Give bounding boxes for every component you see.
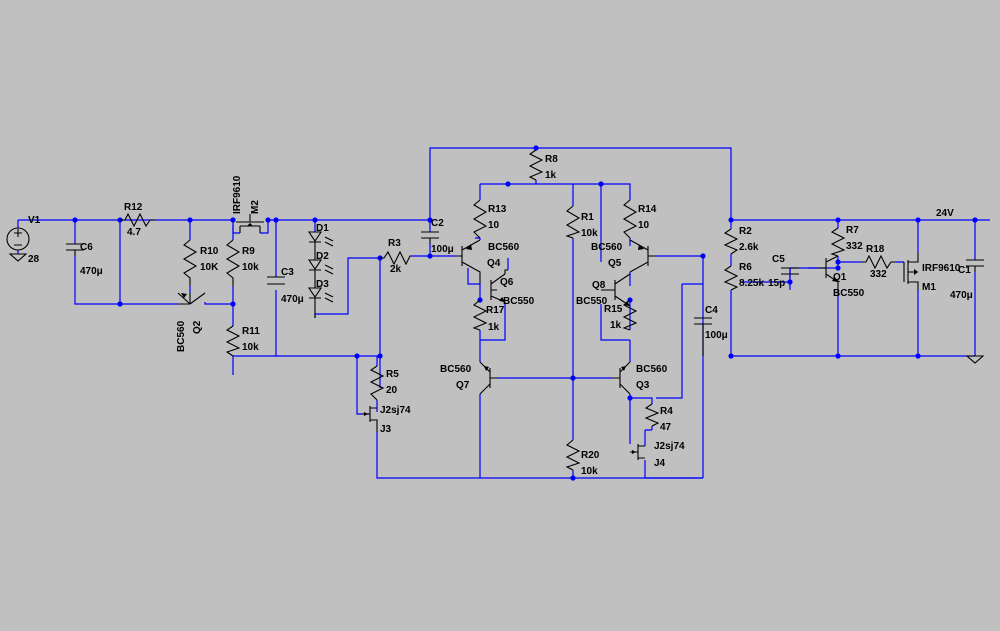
- label-c3-value: 470μ: [281, 294, 304, 305]
- label-r4-name: R4: [660, 406, 673, 417]
- label-r17-value: 1k: [488, 322, 500, 333]
- label-r20-value: 10k: [581, 466, 598, 477]
- label-r12-name: R12: [124, 202, 143, 213]
- label-c4-name: C4: [705, 305, 718, 316]
- label-r9-name: R9: [242, 246, 255, 257]
- label-r15-name: R15: [604, 304, 623, 315]
- label-q7-type: BC560: [440, 364, 472, 375]
- label-r11-name: R11: [242, 326, 260, 337]
- label-q1-type: BC550: [833, 288, 865, 299]
- label-c1-value: 470μ: [950, 290, 973, 301]
- label-q4-type: BC560: [488, 242, 520, 253]
- label-q5-type: BC560: [591, 242, 623, 253]
- label-r7-value: 332: [846, 241, 863, 252]
- wire-network: [17, 147, 990, 479]
- label-r14-name: R14: [638, 204, 657, 215]
- label-m2-name: M2: [250, 200, 261, 214]
- label-q1-name: Q1: [833, 272, 847, 283]
- ground-and-labels: 24V: [936, 208, 985, 364]
- label-r11-value: 10k: [242, 342, 259, 353]
- label-r5-value: 20: [386, 385, 398, 396]
- label-m1-type: IRF9610: [922, 263, 961, 274]
- label-d3: D3: [316, 279, 329, 290]
- label-r6-name: R6: [739, 262, 752, 273]
- net-label-24v: 24V: [936, 208, 954, 219]
- transistors: BC560 Q2 BC560 Q4 Q6 BC550 BC560 Q7 BC56…: [176, 239, 865, 395]
- label-r10-name: R10: [200, 246, 219, 257]
- capacitors: C6 470μ C3 470μ C2 100μ C4 100μ C5 15p C…: [66, 218, 984, 356]
- label-r15-value: 1k: [610, 320, 622, 331]
- label-m2-type: IRF9610: [232, 175, 243, 214]
- label-j3-type: J2sj74: [380, 405, 411, 416]
- label-q6-type: BC550: [503, 296, 535, 307]
- label-r3-value: 2k: [390, 264, 402, 275]
- label-j3-name: J3: [380, 424, 392, 435]
- mosfets: IRF9610 M2 IRF9610 M1: [232, 175, 961, 293]
- source-v1: V1 28: [6, 215, 41, 265]
- label-q3-name: Q3: [636, 380, 650, 391]
- label-r3-name: R3: [388, 238, 401, 249]
- label-q8-type: BC550: [576, 296, 608, 307]
- label-v1-name: V1: [28, 215, 41, 226]
- label-r8-value: 1k: [545, 170, 557, 181]
- label-q3-type: BC560: [636, 364, 668, 375]
- label-r14-value: 10: [638, 220, 650, 231]
- label-m1-name: M1: [922, 282, 936, 293]
- label-c1-name: C1: [958, 265, 971, 276]
- label-r2-name: R2: [739, 226, 752, 237]
- label-r6-value: 8.25k: [739, 278, 764, 289]
- label-r18-name: R18: [866, 244, 885, 255]
- label-q5-name: Q5: [608, 258, 622, 269]
- label-r4-value: 47: [660, 422, 672, 433]
- label-r13-value: 10: [488, 220, 500, 231]
- label-r8-name: R8: [545, 154, 558, 165]
- label-r18-value: 332: [870, 269, 887, 280]
- jfets: J2sj74 J3 J2sj74 J4: [362, 405, 685, 469]
- label-r13-name: R13: [488, 204, 507, 215]
- label-r10-value: 10K: [200, 262, 219, 273]
- resistors: R12 4.7 R10 10K R9 10k R11 10k R3 2k R5 …: [120, 149, 896, 477]
- label-q2-type: BC560: [176, 320, 187, 352]
- label-q7-name: Q7: [456, 380, 470, 391]
- label-c2-name: C2: [431, 218, 444, 229]
- label-r20-name: R20: [581, 450, 600, 461]
- label-q8-name: Q8: [592, 280, 606, 291]
- label-c3-name: C3: [281, 267, 294, 278]
- label-r1-value: 10k: [581, 228, 598, 239]
- label-v1-value: 28: [28, 254, 40, 265]
- label-q2-name: Q2: [192, 320, 203, 334]
- label-j4-name: J4: [654, 458, 666, 469]
- junction-dots: [72, 145, 978, 481]
- label-r2-value: 2.6k: [739, 242, 759, 253]
- label-r7-name: R7: [846, 225, 859, 236]
- diodes: D1 D2 D3: [307, 223, 334, 318]
- label-d1: D1: [316, 223, 329, 234]
- label-d2: D2: [316, 251, 329, 262]
- label-c5-value: 15p: [768, 278, 785, 289]
- label-j4-type: J2sj74: [654, 441, 685, 452]
- label-r1-name: R1: [581, 212, 594, 223]
- label-q4-name: Q4: [487, 258, 501, 269]
- label-r12-value: 4.7: [127, 227, 141, 238]
- label-c2-value: 100μ: [431, 244, 454, 255]
- label-c6-name: C6: [80, 242, 93, 253]
- label-r5-name: R5: [386, 369, 399, 380]
- label-q6-name: Q6: [500, 277, 514, 288]
- label-r17-name: R17: [486, 305, 505, 316]
- label-c4-value: 100μ: [705, 330, 728, 341]
- label-r9-value: 10k: [242, 262, 259, 273]
- label-c6-value: 470μ: [80, 266, 103, 277]
- label-c5-name: C5: [772, 254, 785, 265]
